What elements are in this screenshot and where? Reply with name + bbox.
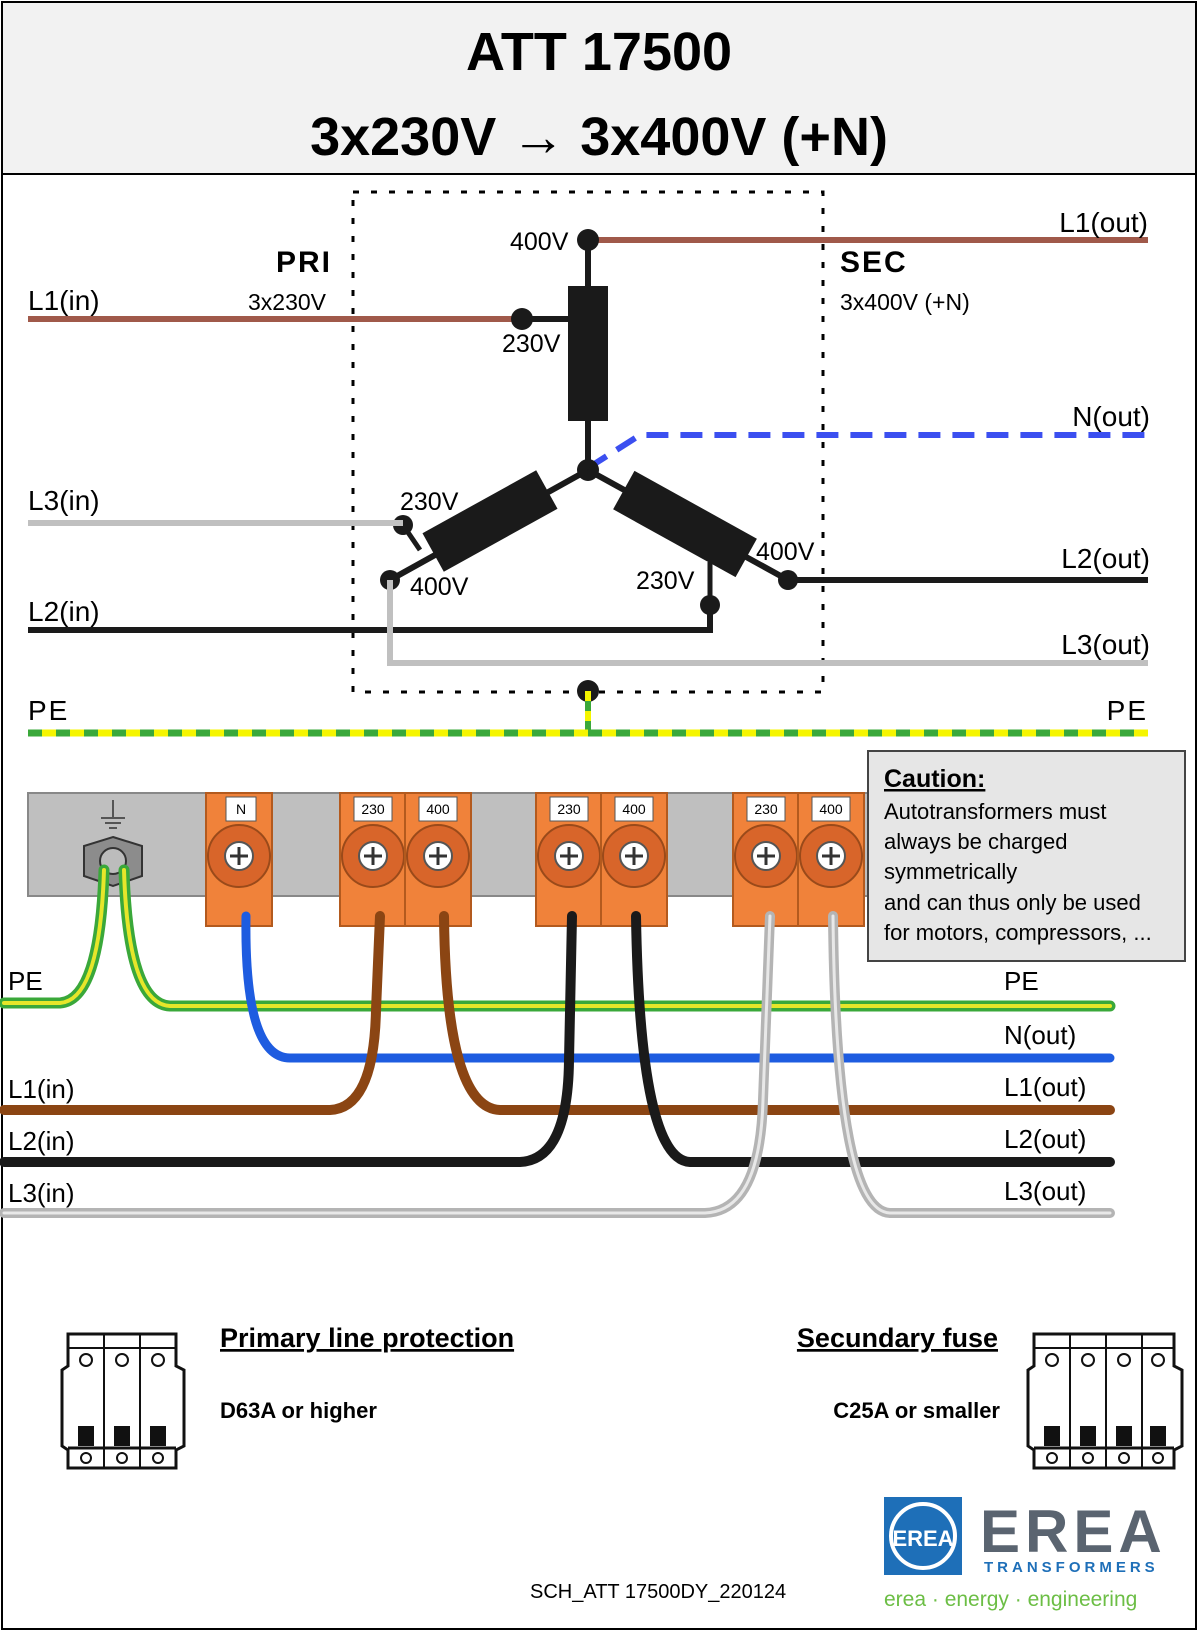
l3-in-cable xyxy=(0,911,775,1218)
terminal-n-label: N xyxy=(236,801,246,817)
l2-in-label: L2(in) xyxy=(28,596,100,627)
l3-right-label: L3(out) xyxy=(1004,1176,1086,1206)
l1-in-cable xyxy=(0,911,385,1115)
left-230-tap xyxy=(400,523,423,552)
right-400-label: 400V xyxy=(756,538,815,566)
model-title: ATT 17500 xyxy=(466,22,732,82)
l2-in-line xyxy=(28,605,713,633)
terminal-label: 230 xyxy=(557,801,581,817)
l2-right-label: L2(out) xyxy=(1004,1124,1086,1154)
upper-230-node xyxy=(511,308,533,330)
terminal-l2-230: 230 xyxy=(535,792,603,927)
terminal-label: 400 xyxy=(819,801,843,817)
caution-line-5: for motors, compressors, ... xyxy=(884,920,1152,945)
l2-out-label: L2(out) xyxy=(1061,543,1150,574)
right-230-label: 230V xyxy=(636,567,695,595)
caution-line-1: Autotransformers must xyxy=(884,799,1107,824)
caution-line-3: symmetrically xyxy=(884,859,1017,884)
terminal-block: N 230 400 230 xyxy=(27,792,869,927)
erea-logo: EREA EREA TRANSFORMERS erea · energy · e… xyxy=(884,1497,1167,1611)
logo-badge xyxy=(884,1497,962,1575)
document-code: SCH_ATT 17500DY_220124 xyxy=(530,1581,786,1603)
primary-protection-value: D63A or higher xyxy=(220,1398,377,1423)
terminal-l3-400: 400 xyxy=(797,792,865,927)
l3-out-label: L3(out) xyxy=(1061,629,1150,660)
l1-left-label: L1(in) xyxy=(8,1074,74,1104)
caution-box: Caution: Autotransformers must always be… xyxy=(867,750,1186,962)
caution-line-2: always be charged xyxy=(884,829,1067,854)
terminal-label: 400 xyxy=(622,801,646,817)
n-out-label: N(out) xyxy=(1072,401,1150,432)
n-right-label: N(out) xyxy=(1004,1020,1076,1050)
primary-breaker-icon xyxy=(60,1332,186,1470)
terminal-n: N xyxy=(205,792,273,927)
l3-left-label: L3(in) xyxy=(8,1178,74,1208)
top-400-label: 400V xyxy=(510,228,569,256)
l1-in-label: L1(in) xyxy=(28,285,100,316)
logo-badge-letters: EREA xyxy=(892,1526,953,1551)
secondary-label: SEC xyxy=(840,246,908,279)
terminal-l3-230: 230 xyxy=(732,792,800,927)
secondary-breaker-icon xyxy=(1026,1332,1184,1470)
conversion-title: 3x230V → 3x400V (+N) xyxy=(310,107,888,167)
primary-voltage: 3x230V xyxy=(248,289,327,315)
brand-name: EREA xyxy=(980,1498,1167,1565)
neutral-out-line xyxy=(586,432,1148,471)
terminal-l2-400: 400 xyxy=(600,792,668,927)
terminal-label: 230 xyxy=(754,801,778,817)
left-230-label: 230V xyxy=(400,488,459,516)
brand-subtitle: TRANSFORMERS xyxy=(984,1559,1159,1576)
right-winding xyxy=(613,470,757,578)
left-400-label: 400V xyxy=(410,573,469,601)
transformer-enclosure xyxy=(351,190,825,694)
pe-in-label: PE xyxy=(28,695,69,726)
n-out-cable xyxy=(241,911,1115,1063)
terminal-pri-400: 400 xyxy=(404,792,472,927)
header: ATT 17500 3x230V → 3x400V (+N) xyxy=(1,1,1197,175)
primary-protection-title: Primary line protection xyxy=(220,1323,514,1353)
upper-winding xyxy=(568,286,608,421)
l1-out-cable xyxy=(439,911,1115,1115)
secondary-protection-title: Secundary fuse xyxy=(797,1323,998,1353)
cable-harness xyxy=(0,864,1116,1218)
l3-in-label: L3(in) xyxy=(28,485,100,516)
l3-out-line xyxy=(387,580,1148,666)
caution-title: Caution: xyxy=(884,765,985,793)
l2-in-cable xyxy=(0,911,577,1167)
secondary-voltage: 3x400V (+N) xyxy=(840,289,970,315)
pe-left-label: PE xyxy=(8,966,43,996)
transformer-schematic: PRI 3x230V SEC 3x400V (+N) L1(in) L1(out… xyxy=(28,190,1150,737)
terminal-label: 230 xyxy=(361,801,385,817)
terminal-label: 400 xyxy=(426,801,450,817)
pe-right-label: PE xyxy=(1004,966,1039,996)
caution-line-4: and can thus only be used xyxy=(884,890,1141,915)
top-230-label: 230V xyxy=(502,330,561,358)
cable-labels: PE L1(in) L2(in) L3(in) PE N(out) L1(out… xyxy=(8,966,1086,1208)
terminal-pri-230: 230 xyxy=(339,792,407,927)
secondary-protection-value: C25A or smaller xyxy=(833,1398,1000,1423)
l1-out-label: L1(out) xyxy=(1059,207,1148,238)
l2-out-cable xyxy=(631,911,1115,1167)
pe-out-label: PE xyxy=(1107,695,1148,726)
primary-label: PRI xyxy=(276,246,332,279)
l2-left-label: L2(in) xyxy=(8,1126,74,1156)
left-winding xyxy=(422,470,558,572)
upper-400-node xyxy=(577,229,599,251)
brand-slogan: erea · energy · engineering xyxy=(884,1588,1137,1611)
l1-right-label: L1(out) xyxy=(1004,1072,1086,1102)
